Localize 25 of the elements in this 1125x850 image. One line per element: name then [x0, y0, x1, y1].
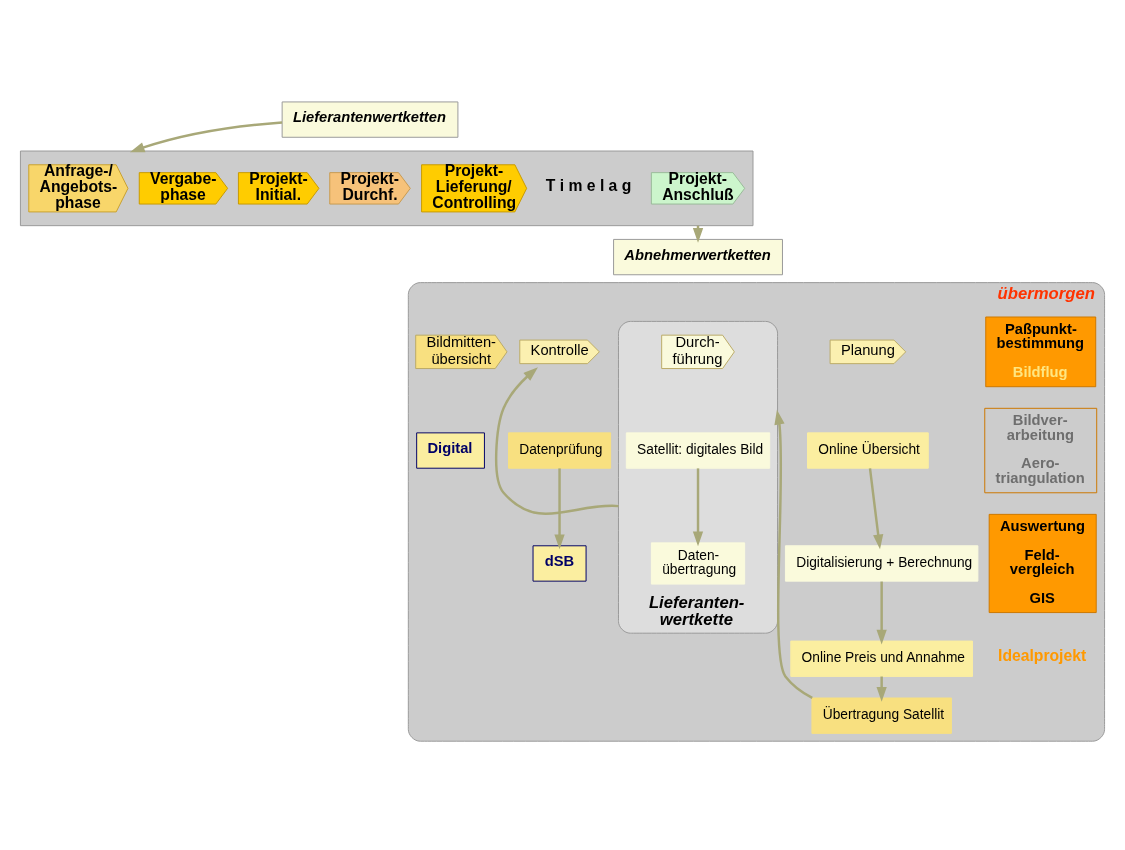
label: T i m e l a g: [545, 176, 632, 194]
arrow: [692, 467, 704, 546]
node-box: Abnehmerwertketten: [613, 238, 783, 275]
arrow: [554, 467, 565, 549]
node-box: Daten- übertragung: [650, 541, 746, 585]
cluster: [19, 150, 754, 226]
arrow: [876, 676, 887, 702]
arrow: [876, 581, 887, 644]
label: Idealprojekt: [998, 646, 1087, 664]
node-box: dSB: [532, 544, 587, 582]
arrow: [774, 409, 813, 699]
node-box: Lieferantenwertketten: [281, 100, 459, 138]
node-box: Satellit: digitales Bild: [625, 431, 771, 469]
node-box: Übertragung Satellit: [811, 697, 952, 734]
node-box: Digitalisierung + Berechnung: [784, 544, 979, 582]
arrow: [129, 120, 283, 152]
node-box: Paßpunkt- bestimmung Bildflug: [985, 316, 1097, 387]
node-box: Online Preis und Annahme: [790, 640, 973, 677]
node-box: Online Übersicht: [807, 431, 929, 469]
arrow: [868, 467, 884, 549]
node-box: Digital: [416, 431, 485, 469]
node-box: Bildver- arbeitung Aero- triangulation: [984, 407, 1098, 493]
arrow: [494, 366, 619, 515]
node-box: Auswertung Feld- vergleich GIS: [988, 513, 1097, 613]
node-box: Datenprüfung: [508, 431, 612, 469]
